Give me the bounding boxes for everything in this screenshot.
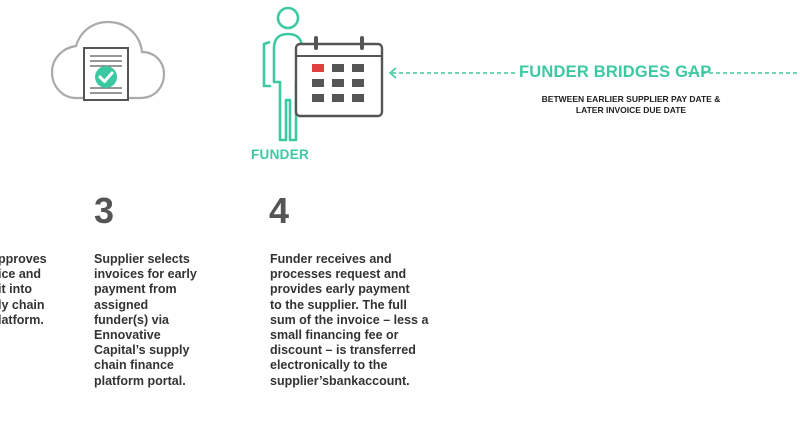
invoice-icon <box>83 47 129 101</box>
funder-label: FUNDER <box>251 147 310 162</box>
step-4-text: Funder receives and processes request an… <box>270 252 429 388</box>
gap-title: FUNDER BRIDGES GAP <box>519 63 712 81</box>
gap-dash-line <box>688 72 800 74</box>
step-4-number: 4 <box>269 190 290 231</box>
step-3-text: Supplier selects invoices for early paym… <box>94 252 197 388</box>
arrow-left-icon <box>388 67 516 79</box>
calendar-icon <box>294 36 384 118</box>
person-icon <box>262 6 304 142</box>
funder-icon <box>262 6 384 142</box>
gap-subtitle: BETWEEN EARLIER SUPPLIER PAY DATE & LATE… <box>541 94 721 115</box>
step-2-text: pproves ice and it into ly chain latform… <box>0 252 47 327</box>
check-icon <box>95 66 117 88</box>
cloud-icon <box>50 20 166 101</box>
step-3-number: 3 <box>94 190 115 231</box>
